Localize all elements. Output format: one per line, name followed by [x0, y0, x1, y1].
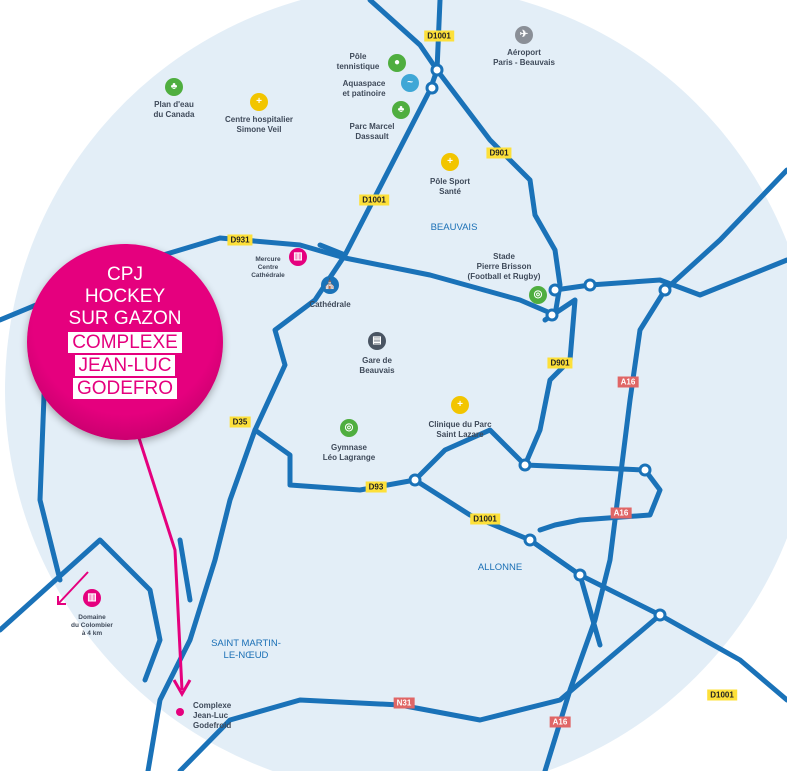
badge-line: GODEFRO	[72, 378, 178, 399]
road-badge: D35	[229, 416, 251, 428]
road-badge: D1001	[470, 513, 500, 525]
arrow-head	[172, 679, 192, 698]
road-badge: D1001	[707, 689, 737, 701]
place-gare[interactable]: Gare de Beauvais	[359, 356, 395, 375]
badge-line: COMPLEXE	[68, 332, 182, 353]
road-badge: D901	[486, 147, 512, 159]
place-plan-eau[interactable]: Plan d'eau du Canada	[153, 100, 195, 119]
medical-cross-icon: +	[441, 153, 459, 171]
road-badge: D1001	[424, 30, 454, 42]
place-centre-hospitalier[interactable]: Centre hospitalier Simone Veil	[224, 115, 294, 134]
gym-icon: ◎	[340, 419, 358, 437]
place-cathedrale[interactable]: Cathédrale	[309, 300, 351, 309]
badge-line: JEAN-LUC	[74, 355, 176, 376]
road-badge: D931	[227, 234, 253, 246]
tree-icon: ♣	[165, 78, 183, 96]
hotel-icon: ▥	[289, 248, 307, 266]
place-parc-marcel[interactable]: Parc Marcel Dassault	[349, 122, 395, 141]
place-clinique[interactable]: Clinique du Parc Saint Lazare	[428, 420, 492, 439]
road-badge: D93	[365, 481, 387, 493]
road-badge: A16	[549, 716, 571, 728]
road-badge: A16	[610, 507, 632, 519]
road-badge: D901	[547, 357, 573, 369]
train-icon: ▤	[368, 332, 386, 350]
town-saint-martin: SAINT MARTIN- LE-NŒUD	[211, 638, 281, 661]
medical-cross-icon: +	[451, 396, 469, 414]
place-pole-tennis[interactable]: Pôle tennistique	[336, 52, 380, 71]
hotel-icon: ▥	[83, 589, 101, 607]
junctions	[408, 63, 672, 622]
place-aeroport[interactable]: Aéroport Paris - Beauvais	[493, 48, 555, 67]
town-allonne: ALLONNE	[477, 562, 523, 573]
medical-cross-icon: +	[250, 93, 268, 111]
club-badge: CPJ HOCKEY SUR GAZON COMPLEXE JEAN-LUC G…	[27, 244, 223, 440]
cathedral-icon: ⛪	[321, 276, 339, 294]
skate-icon: ~	[401, 74, 419, 92]
plane-icon: ✈	[515, 26, 533, 44]
road-badge: D1001	[359, 194, 389, 206]
place-pole-sport[interactable]: Pôle Sport Santé	[429, 177, 471, 196]
pointer-arrow	[128, 409, 184, 691]
town-beauvais: BEAUVAIS	[430, 222, 478, 233]
complexe-marker	[176, 708, 184, 716]
tree-icon: ♣	[392, 101, 410, 119]
place-complexe[interactable]: Complexe Jean-Luc Godefroid	[193, 701, 232, 730]
place-stade[interactable]: Stade Pierre Brisson (Football et Rugby)	[467, 252, 541, 281]
place-aquaspace[interactable]: Aquaspace et patinoire	[342, 79, 386, 98]
stadium-icon: ◎	[529, 286, 547, 304]
tennis-icon: ●	[388, 54, 406, 72]
road-badge: A16	[617, 376, 639, 388]
road-badge: N31	[393, 697, 415, 709]
badge-title: CPJ HOCKEY SUR GAZON	[68, 264, 182, 329]
place-mercure[interactable]: Mercure Centre Cathédrale	[251, 256, 285, 279]
domaine-arrow	[57, 571, 89, 605]
place-gymnase[interactable]: Gymnase Léo Lagrange	[322, 443, 376, 462]
place-domaine[interactable]: Domaine du Colombier à 4 km	[71, 614, 113, 637]
